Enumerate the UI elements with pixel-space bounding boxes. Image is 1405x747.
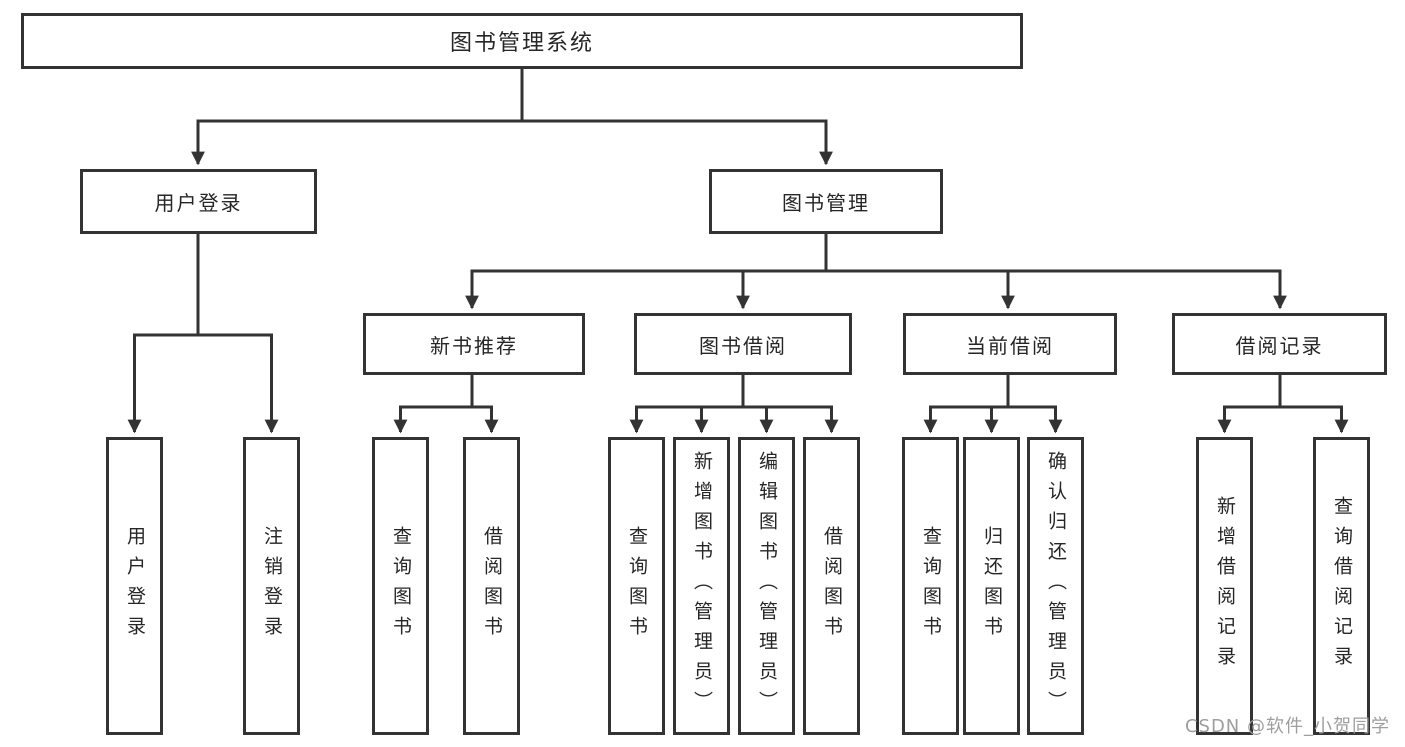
edge-to-leaf-logout bbox=[198, 333, 279, 434]
edge-to-borrowing-records bbox=[826, 269, 1287, 310]
node-user-login: 用户登录 bbox=[80, 169, 317, 234]
leaf-query-books-3: 查询图书 bbox=[902, 437, 959, 735]
watermark-csdn: CSDN @软件_小贺同学 bbox=[1184, 716, 1390, 737]
edge-to-leaf-return-books bbox=[984, 405, 1008, 434]
edge-to-leaf-query-books-3 bbox=[923, 405, 1008, 434]
node-library-management-system: 图书管理系统 bbox=[21, 13, 1023, 69]
leaf-borrow-books-2: 借阅图书 bbox=[803, 437, 860, 735]
leaf-user-login: 用户登录 bbox=[106, 437, 163, 735]
leaf-return-books: 归还图书 bbox=[963, 437, 1020, 735]
edge-to-leaf-user-login bbox=[127, 333, 198, 434]
edge-root-to-user-login bbox=[191, 119, 522, 166]
edge-to-leaf-confirm-return-admin bbox=[1008, 405, 1063, 434]
edge-to-current-borrowing bbox=[826, 269, 1015, 310]
leaf-add-book-admin: 新增图书（管理员） bbox=[673, 437, 730, 735]
leaf-query-borrow-record: 查询借阅记录 bbox=[1313, 437, 1370, 735]
node-new-book-recommend: 新书推荐 bbox=[363, 313, 585, 375]
node-book-borrowing: 图书借阅 bbox=[634, 313, 852, 375]
edge-to-leaf-borrow-books-1 bbox=[472, 405, 499, 434]
leaf-add-borrow-record: 新增借阅记录 bbox=[1196, 437, 1253, 735]
edge-to-leaf-query-books-2 bbox=[629, 405, 743, 434]
edge-to-leaf-add-borrow-record bbox=[1217, 405, 1280, 434]
leaf-borrow-books-1: 借阅图书 bbox=[463, 437, 520, 735]
leaf-edit-book-admin: 编辑图书（管理员） bbox=[738, 437, 795, 735]
leaf-logout: 注销登录 bbox=[243, 437, 300, 735]
edge-to-leaf-query-borrow-record bbox=[1280, 405, 1349, 434]
edge-to-leaf-edit-book-admin bbox=[743, 405, 774, 434]
edge-to-book-borrowing bbox=[736, 269, 826, 310]
edge-to-leaf-query-books-1 bbox=[393, 405, 472, 434]
node-current-borrowing: 当前借阅 bbox=[903, 313, 1117, 375]
edge-to-leaf-add-book-admin bbox=[694, 405, 743, 434]
leaf-query-books-1: 查询图书 bbox=[372, 437, 429, 735]
leaf-query-books-2: 查询图书 bbox=[608, 437, 665, 735]
edge-to-new-book-recommend bbox=[465, 269, 826, 310]
node-borrowing-records: 借阅记录 bbox=[1172, 313, 1387, 375]
edge-root-to-book-management bbox=[522, 119, 833, 166]
leaf-confirm-return-admin: 确认归还（管理员） bbox=[1027, 437, 1084, 735]
node-book-management: 图书管理 bbox=[709, 169, 943, 234]
edge-to-leaf-borrow-books-2 bbox=[743, 405, 839, 434]
